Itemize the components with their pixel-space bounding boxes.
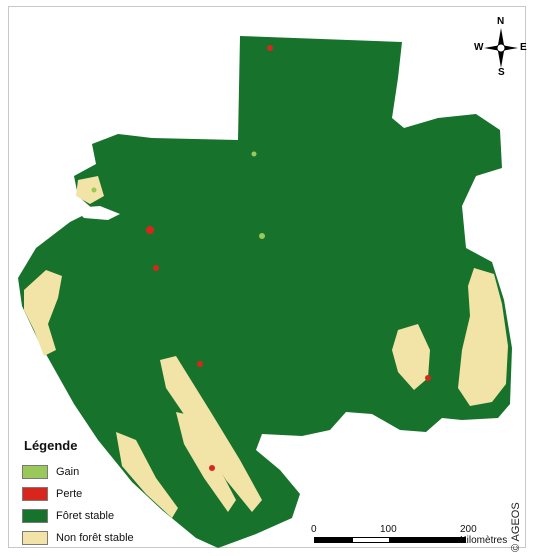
legend-label: Non forêt stable: [56, 532, 134, 544]
nonforest-southwest-strip: [160, 356, 262, 512]
scale-segment: [352, 537, 390, 543]
north-arrow: N S W E: [474, 16, 528, 78]
loss-spot: [425, 375, 431, 381]
nonforest-southeast: [392, 324, 430, 390]
scale-tick-100: 100: [380, 524, 397, 535]
legend-swatch: [22, 531, 48, 545]
compass-west: W: [474, 42, 484, 53]
legend-title: Légende: [24, 438, 78, 453]
legend-label: Perte: [56, 488, 83, 500]
loss-spot: [209, 465, 215, 471]
legend-item: Perte: [14, 485, 174, 503]
legend-swatch: [22, 509, 48, 523]
credit-text: © AGEOS: [510, 502, 522, 552]
legend-swatch: [22, 487, 48, 501]
scale-segment: [390, 537, 466, 543]
scale-tick-200: 200 Kilomètres: [460, 524, 508, 546]
scale-segment: [314, 537, 352, 543]
loss-spot: [267, 45, 273, 51]
nonforest-south-lagoon: [176, 412, 236, 512]
gain-spot: [259, 233, 265, 239]
legend-swatch: [22, 465, 48, 479]
compass-south: S: [498, 67, 505, 78]
loss-spot: [146, 226, 154, 234]
legend-item: Fôret stable: [14, 507, 174, 525]
forest-landmass: [18, 36, 512, 548]
legend-item: Gain: [14, 463, 174, 481]
gain-spot: [91, 187, 97, 193]
compass-north: N: [497, 16, 505, 27]
legend-item: Non forêt stable: [14, 529, 174, 547]
legend-label: Gain: [56, 466, 80, 478]
compass-east: E: [520, 42, 527, 53]
gain-spot: [251, 151, 257, 157]
nonforest-east: [458, 268, 508, 406]
nonforest-southern-coast: [116, 432, 178, 518]
loss-spot: [153, 265, 159, 271]
estuary-water: [74, 206, 120, 220]
scale-bar: 0 100 200 Kilomètres: [311, 524, 514, 546]
legend-label: Fôret stable: [56, 510, 115, 522]
scale-tick-0: 0: [311, 524, 317, 535]
nonforest-coast: [24, 270, 62, 356]
nonforest-estuary: [76, 176, 104, 204]
loss-spot: [197, 361, 203, 367]
